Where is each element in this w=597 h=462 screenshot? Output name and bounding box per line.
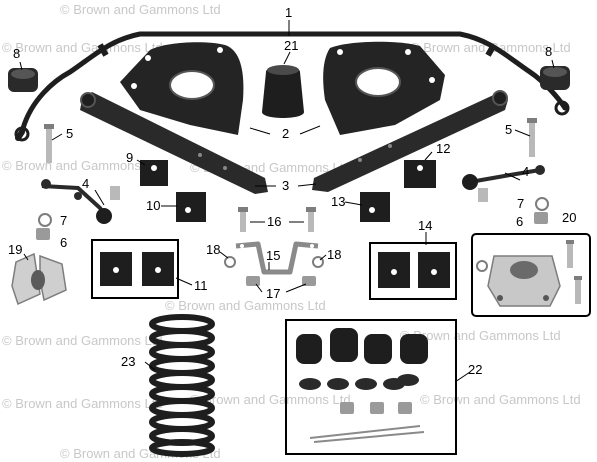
watermark-text: © Brown and Gammons Ltd <box>2 396 163 411</box>
callout-5-right: 5 <box>505 122 512 137</box>
callout-13: 13 <box>331 194 345 209</box>
part-14-kit <box>369 242 457 300</box>
callout-7-right: 7 <box>517 196 524 211</box>
part-3-lower-arm-right <box>312 90 508 192</box>
callout-8-left: 8 <box>13 46 20 61</box>
part-13-block <box>360 192 390 222</box>
callout-11: 11 <box>194 278 208 293</box>
watermark-text: © Brown and Gammons Ltd <box>420 392 581 407</box>
callout-20: 20 <box>562 210 576 225</box>
part-8-bush-left <box>8 68 38 92</box>
part-15-bracket <box>235 241 319 275</box>
part-18-washer-left <box>224 256 236 268</box>
callout-4-right: 4 <box>522 164 529 179</box>
part-2-spring-pan-right <box>323 41 445 135</box>
part-4-drop-link-left <box>41 179 120 224</box>
part-2-spring-pan-left <box>120 42 244 136</box>
callout-18-left: 18 <box>206 242 220 257</box>
part-7-washer-right <box>535 197 549 211</box>
part-17-nut-right <box>302 276 316 286</box>
callout-6-left: 6 <box>60 235 67 250</box>
part-5-bolt-right <box>527 118 537 157</box>
part-6-nut-right <box>534 212 548 224</box>
callout-1: 1 <box>285 5 292 20</box>
watermark-text: © Brown and Gammons Ltd <box>2 333 163 348</box>
callout-23: 23 <box>121 354 135 369</box>
watermark-text: © Brown and Gammons Ltd <box>60 446 221 461</box>
watermark-layer: © Brown and Gammons Ltd © Brown and Gamm… <box>2 2 581 461</box>
part-1-anti-roll-bar <box>14 31 570 142</box>
part-16-bolt-left <box>238 207 248 232</box>
callout-12: 12 <box>436 141 450 156</box>
part-12-block <box>404 160 436 188</box>
watermark-text: © Brown and Gammons Ltd <box>2 40 163 55</box>
part-11-kit <box>91 239 179 299</box>
part-23-coil-spring <box>149 314 215 457</box>
callout-9: 9 <box>126 150 133 165</box>
callout-18-right: 18 <box>327 247 341 262</box>
callout-14: 14 <box>418 218 432 233</box>
part-22-bush-kit <box>285 319 457 455</box>
callout-15: 15 <box>266 248 280 263</box>
callout-3: 3 <box>282 178 289 193</box>
part-20-clamp-kit <box>471 233 591 317</box>
part-4-drop-link-right <box>462 165 545 202</box>
callout-8-right: 8 <box>545 44 552 59</box>
part-9-block <box>140 160 168 186</box>
part-7-washer-left <box>38 213 52 227</box>
part-21-bump-stop <box>262 65 304 118</box>
watermark-text: © Brown and Gammons Ltd <box>400 328 561 343</box>
callout-labels: 1 2 3 4 4 5 5 6 6 7 7 8 8 9 10 11 12 13 … <box>8 5 576 377</box>
callout-21: 21 <box>284 38 298 53</box>
part-19-clamp <box>11 252 67 306</box>
part-10-block <box>176 192 206 222</box>
part-17-nut-left <box>246 276 260 286</box>
part-5-bolt-left <box>44 124 54 163</box>
part-3-lower-arm-left <box>80 92 268 194</box>
part-6-nut-left <box>36 228 50 240</box>
callout-10: 10 <box>146 198 160 213</box>
part-18-washer-right <box>312 256 324 268</box>
leader-lines <box>19 20 555 383</box>
callout-6-right: 6 <box>516 214 523 229</box>
watermark-text: © Brown and Gammons Ltd <box>190 392 351 407</box>
watermark-text: © Brown and Gammons Ltd <box>60 2 221 17</box>
watermark-text: © Brown and Gammons Ltd <box>2 158 163 173</box>
callout-19: 19 <box>8 242 22 257</box>
callout-22: 22 <box>468 362 482 377</box>
callout-17: 17 <box>266 286 280 301</box>
watermark-text: © Brown and Gammons Ltd <box>165 298 326 313</box>
part-8-bush-right <box>540 66 570 90</box>
callout-16: 16 <box>267 214 281 229</box>
callout-4-left: 4 <box>82 176 89 191</box>
callout-7-left: 7 <box>60 213 67 228</box>
callout-5-left: 5 <box>66 126 73 141</box>
callout-2: 2 <box>282 126 289 141</box>
part-16-bolt-right <box>306 207 316 232</box>
